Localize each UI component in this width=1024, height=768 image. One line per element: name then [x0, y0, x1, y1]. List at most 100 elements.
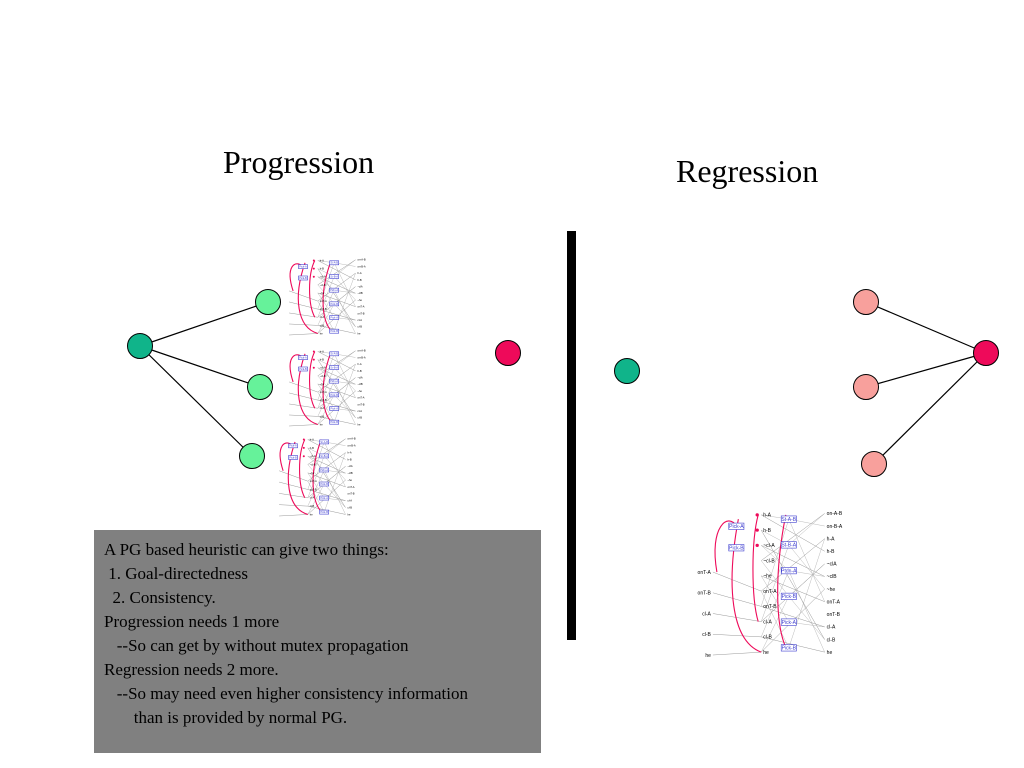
pg-fact-label: cl-A — [310, 496, 315, 500]
pg-fact-label: ~clA — [358, 375, 363, 379]
pg-action-label: St-A-B — [781, 517, 796, 523]
pg-fact-label: on-A-B — [358, 258, 366, 262]
progression-edge-3 — [139, 345, 253, 457]
pg-edge — [334, 367, 356, 392]
pg-edge — [712, 592, 762, 607]
pg-fact-label: cl-A — [348, 499, 353, 503]
pg-fact-label: ~clB — [827, 574, 838, 580]
pg-fact-label: cl-B — [320, 323, 325, 327]
pg-edge — [289, 290, 318, 302]
pg-action-label: Pick-A — [299, 356, 307, 360]
pg-fact-label: ~he — [358, 389, 363, 393]
pg-fact-label: cl-B — [358, 325, 363, 329]
pg-action-box — [780, 567, 797, 575]
regression-edge-2 — [865, 352, 987, 388]
pg-action-box — [319, 453, 330, 459]
pg-edge — [324, 455, 346, 481]
pg-mutex-dot — [755, 528, 759, 532]
pg-mutex-arc — [322, 351, 333, 424]
pg-fact-label: ~cl-B — [763, 558, 775, 564]
pg-edge — [307, 472, 346, 488]
pg-action-label: Pick-B — [320, 510, 328, 514]
pg-mutex-dot — [312, 350, 315, 353]
pg-edge — [289, 333, 318, 336]
pg-edge — [788, 538, 825, 648]
pg-fact-label: cl-A — [358, 409, 363, 413]
pg-action-label: Pick-A — [729, 524, 744, 530]
pg-edge — [317, 359, 356, 418]
planning-graph-regression: Pick-APick-BSt-A-BSt-B-APtdn-APick-BPick… — [698, 511, 843, 659]
pg-action-box — [780, 644, 797, 652]
pg-fact-label: cl-A — [320, 315, 325, 319]
pg-mutex-arc — [752, 514, 759, 622]
pg-fact-label: ~clB — [348, 471, 353, 475]
pg-fact-label: h-B — [320, 267, 324, 271]
pg-fact-label: ~cl-A — [763, 543, 775, 549]
pg-fact-label: h-A — [358, 271, 362, 275]
pg-fact-label: onT-B — [763, 604, 777, 610]
pg-action-box — [298, 355, 308, 360]
pg-fact-label: ~he — [358, 298, 363, 302]
pg-fact-label: ~cl-B — [310, 462, 316, 466]
pg-mutex-arc — [322, 260, 333, 333]
pg-edge — [760, 529, 825, 640]
pg-action-label: Pick-B — [330, 329, 338, 333]
pg-fact-label: cl-B — [320, 414, 325, 418]
pg-fact-label: ~he — [348, 478, 353, 482]
pg-fact-label: onT-A — [358, 396, 365, 400]
pg-edge — [788, 513, 825, 546]
pg-action-box — [728, 522, 745, 530]
pg-fact-label: on-A-B — [348, 437, 356, 441]
pg-action-label: Pick-B — [729, 546, 744, 552]
pg-edge — [334, 353, 356, 398]
pg-edge — [334, 350, 356, 368]
pg-edge — [761, 596, 789, 653]
pg-fact-label: ~clA — [348, 464, 353, 468]
pg-edge — [317, 262, 335, 310]
planning-graph-thumbnail-3: Pick-APick-BSt-A-BSt-B-APtdn-APick-BPick… — [279, 437, 356, 516]
pg-edge — [324, 469, 346, 515]
pg-action-box — [329, 392, 340, 398]
pg-action-label: Pick-A — [330, 315, 338, 319]
pg-action-label: St-A-B — [320, 440, 328, 444]
pg-action-box — [329, 351, 340, 357]
pg-action-box — [728, 544, 745, 552]
pg-fact-label: onT-A — [763, 589, 777, 595]
pg-edge — [334, 303, 356, 327]
pg-fact-label: onT-A — [358, 305, 365, 309]
pg-fact-label: h-B — [763, 528, 771, 534]
pg-fact-label: he — [827, 650, 833, 656]
pg-edge — [317, 351, 356, 372]
pg-fact-label: onT-B — [698, 591, 712, 597]
pg-fact-label: onT-B — [358, 311, 365, 315]
regression-edge-1 — [865, 301, 987, 354]
pg-fact-label: onT-A — [320, 299, 327, 303]
textbox-line: --So can get by without mutex propagatio… — [104, 636, 409, 655]
pg-action-label: Pick-B — [320, 482, 328, 486]
pg-edge — [317, 383, 356, 398]
pg-fact-label: onT-B — [320, 398, 327, 402]
regression-edge-3 — [873, 352, 987, 465]
pg-edge — [334, 273, 356, 332]
pg-fact-label: h-B — [320, 358, 324, 362]
pg-edge — [317, 284, 335, 304]
pg-fact-label: ~he — [763, 574, 772, 580]
pg-action-box — [329, 315, 340, 320]
pg-edge — [317, 350, 356, 377]
pg-fact-label: onT-A — [698, 570, 712, 576]
pg-edge — [334, 394, 356, 418]
pg-edge — [761, 519, 789, 607]
explanation-textbox: A PG based heuristic can give two things… — [94, 530, 541, 753]
pg-fact-label: ~cl-A — [320, 275, 326, 279]
pg-fact-label: h-A — [358, 362, 362, 366]
pg-action-label: St-B-A — [330, 365, 338, 369]
pg-edge — [317, 353, 335, 401]
pg-edge — [289, 312, 318, 318]
pg-fact-label: on-B-A — [348, 444, 356, 448]
pg-edge — [788, 519, 825, 602]
pg-action-box — [298, 275, 308, 281]
textbox-line: A PG based heuristic can give two things… — [104, 540, 389, 559]
pg-action-box — [298, 366, 308, 372]
pg-mutex-dot — [755, 543, 759, 548]
